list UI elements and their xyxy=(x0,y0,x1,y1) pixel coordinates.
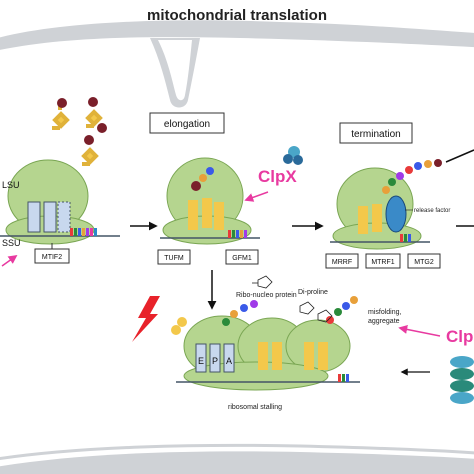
termination-label: termination xyxy=(351,129,400,140)
lsu-label: LSU xyxy=(2,180,20,190)
ribosome-termination xyxy=(330,159,442,250)
clpp-pink-arrow xyxy=(398,324,441,337)
diagram-title: mitochondrial translation xyxy=(147,7,327,24)
rnp-structure-icon xyxy=(252,275,273,289)
ribosomal-stalling-label: ribosomal stalling xyxy=(228,404,282,411)
mtif2-label: MTIF2 xyxy=(42,254,62,261)
mtrf1-box xyxy=(365,253,401,269)
free-trna-group xyxy=(52,97,107,166)
di-proline-label: Di-proline xyxy=(298,289,328,296)
tufm-label: TUFM xyxy=(164,255,184,262)
site-p: P xyxy=(212,356,218,366)
termination-box xyxy=(339,122,413,144)
gfm1-box xyxy=(225,249,259,265)
diproline-structure-icon xyxy=(299,301,333,323)
elongation-label: elongation xyxy=(164,119,210,130)
ssu-label: SSU xyxy=(2,238,21,248)
site-e: E xyxy=(198,356,204,366)
elongation-box xyxy=(149,112,225,134)
aggregate-label: aggregate xyxy=(368,318,400,325)
stalled-polysome xyxy=(171,296,360,391)
nascent-chain-stall xyxy=(222,296,358,326)
mtg2-label: MTG2 xyxy=(414,259,434,266)
clpx-icon xyxy=(283,146,303,165)
ssu-pink-arrow xyxy=(1,254,18,267)
gfm1-label: GFM1 xyxy=(232,255,252,262)
ribosome-initiation xyxy=(0,159,120,245)
mrrf-label: MRRF xyxy=(332,259,352,266)
tufm-box xyxy=(157,249,191,265)
clpx-pink-arrow xyxy=(244,191,269,202)
ribo-nucleo-protein-label: Ribo-nucleo protein xyxy=(236,292,297,299)
clpx-label: ClpX xyxy=(258,167,297,186)
clpp-label: Clp xyxy=(446,327,473,346)
nascent-chain-term xyxy=(382,159,442,194)
release-factor-label: release factor xyxy=(414,208,450,214)
clpp-complex-icon xyxy=(450,356,474,404)
mrna-codons-1 xyxy=(70,228,97,236)
mtg2-box xyxy=(407,253,441,269)
misfolding-label: misfolding, xyxy=(368,309,402,316)
mtrf1-label: MTRF1 xyxy=(371,259,394,266)
term-exit-arrow xyxy=(445,149,474,163)
stress-bolt-icon xyxy=(132,296,160,342)
mrrf-box xyxy=(325,253,359,269)
ribosome-elongation xyxy=(160,157,260,245)
site-a: A xyxy=(226,356,232,366)
